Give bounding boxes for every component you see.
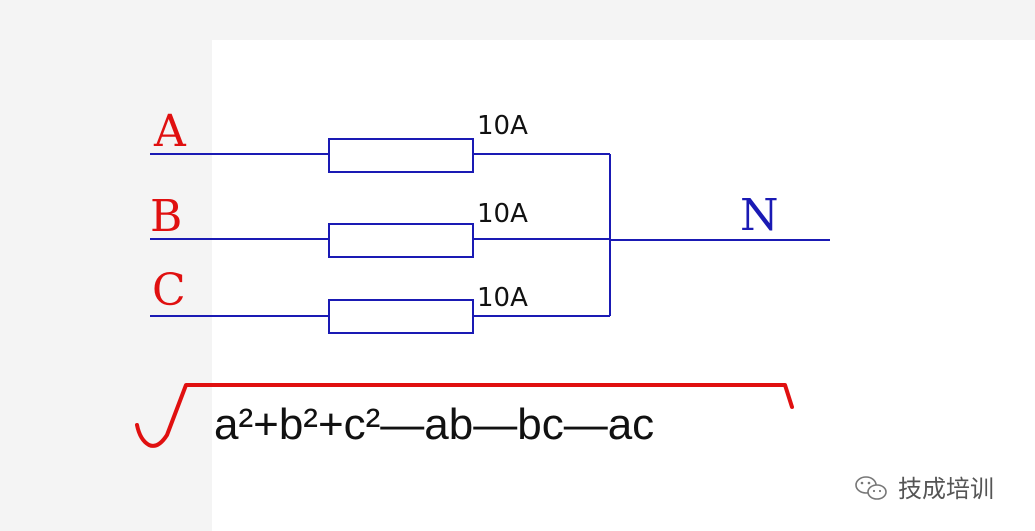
- phase-a-resistor: [328, 138, 474, 173]
- watermark-text: 技成培训: [898, 475, 994, 503]
- radical-sign: [135, 383, 794, 448]
- formula-group: a²+b²+c²—ab—bc—ac: [135, 383, 794, 449]
- neutral-bus: N: [609, 154, 830, 316]
- phase-c-label: C: [152, 265, 186, 316]
- phase-c-resistor: [328, 299, 474, 334]
- watermark: 技成培训: [855, 475, 994, 503]
- background-panel-inner: [212, 40, 1035, 531]
- phase-a-label: A: [153, 106, 187, 157]
- neutral-label: N: [740, 190, 779, 241]
- phase-a-branch: A 10A: [150, 106, 610, 173]
- phase-b-resistor: [328, 223, 474, 258]
- formula-text: a²+b²+c²—ab—bc—ac: [214, 400, 654, 449]
- phase-b-rating: 10A: [477, 199, 528, 229]
- wechat-icon: [855, 476, 887, 500]
- phase-b-label: B: [150, 191, 182, 242]
- phase-c-branch: C 10A: [150, 265, 610, 334]
- phase-c-rating: 10A: [477, 283, 528, 313]
- phase-a-rating: 10A: [477, 111, 528, 141]
- phase-b-branch: B 10A: [150, 191, 610, 258]
